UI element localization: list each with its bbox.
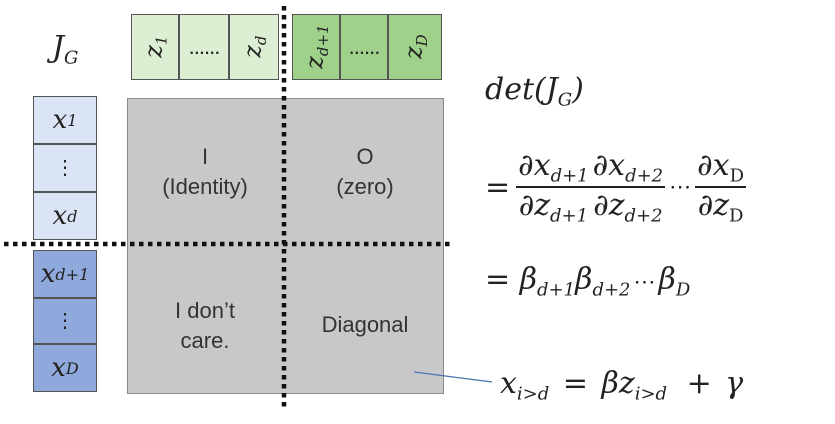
det-label-sub: G bbox=[557, 89, 573, 111]
eq1-equals: = bbox=[485, 169, 511, 205]
quadrant-bottom-left: I don’t care. bbox=[175, 298, 235, 353]
det-label: det(JG) bbox=[485, 72, 584, 110]
jacobian-label-base: J bbox=[52, 30, 65, 65]
jacobian-label-sub: G bbox=[64, 47, 79, 69]
eq3-gamma: γ bbox=[725, 366, 744, 401]
frac1-num: ∂x bbox=[518, 148, 551, 183]
beta1: β bbox=[519, 262, 538, 297]
eq1-ellipsis: ⋯ bbox=[669, 174, 692, 200]
xd1-sub: d+1 bbox=[55, 264, 90, 284]
z-cell-d: zd bbox=[229, 14, 279, 80]
beta1-sub: d+1 bbox=[537, 279, 576, 301]
x1-base: x bbox=[52, 105, 68, 135]
frac3-num-sub: D bbox=[729, 165, 745, 187]
x-cell-dots-1: ⋮ bbox=[33, 144, 97, 192]
eq3-equals: = bbox=[562, 366, 588, 401]
xD-base: x bbox=[51, 353, 66, 383]
eq3-rhs-sub: i>d bbox=[634, 383, 668, 405]
partial-fraction-1: ∂xd+1 ∂zd+1 bbox=[516, 148, 591, 227]
quadrant-bottom-right: Diagonal bbox=[321, 312, 409, 337]
equation-betas: = βd+1βd+2⋯βD bbox=[485, 262, 690, 300]
jacobian-label: JG bbox=[52, 30, 78, 68]
partial-fraction-3: ∂xD ∂zD bbox=[695, 148, 747, 227]
frac1-den: ∂z bbox=[518, 188, 551, 224]
xd1-base: x bbox=[40, 259, 56, 289]
z-dots-2: ...... bbox=[348, 34, 381, 59]
frac3-num: ∂x bbox=[697, 148, 730, 183]
z-cell-D: zD bbox=[388, 14, 442, 80]
xD-sub: D bbox=[65, 358, 79, 378]
equation-partials: = ∂xd+1 ∂zd+1 ∂xd+2 ∂zd+2 ⋯ ∂xD ∂zD bbox=[485, 148, 747, 227]
eq3-lhs: x bbox=[500, 366, 517, 401]
eq3-lhs-sub: i>d bbox=[516, 383, 550, 405]
beta2-sub: d+2 bbox=[592, 279, 631, 301]
det-label-close: ) bbox=[572, 72, 584, 107]
eq3-plus: + bbox=[686, 366, 712, 401]
z-cell-d-plus-1: zd+1 bbox=[292, 14, 340, 80]
frac2-num: ∂x bbox=[592, 148, 626, 183]
x1-sub: 1 bbox=[67, 110, 78, 130]
xd-base: x bbox=[52, 201, 68, 231]
z-cell-dots-2: ...... bbox=[340, 14, 388, 80]
frac2-den: ∂z bbox=[593, 188, 625, 224]
frac3-den-sub: D bbox=[729, 205, 744, 227]
beta3-sub: D bbox=[675, 279, 691, 301]
diagonal-leader-line bbox=[413, 371, 493, 383]
eq3-beta-z: βz bbox=[601, 366, 635, 401]
eq2-equals: = bbox=[485, 262, 511, 297]
z-dots-1: ...... bbox=[188, 34, 221, 59]
beta2: β bbox=[575, 262, 593, 297]
quadrant-top-left: I (Identity) bbox=[162, 144, 248, 199]
equation-affine: xi>d = βzi>d + γ bbox=[500, 366, 743, 404]
partial-fraction-2: ∂xd+2 ∂zd+2 bbox=[590, 148, 666, 227]
xd-sub: d bbox=[67, 206, 78, 226]
frac3-den: ∂z bbox=[697, 188, 730, 224]
frac2-den-sub: d+2 bbox=[624, 205, 663, 227]
z-cell-dots-1: ...... bbox=[179, 14, 229, 80]
eq2-ellipsis: ⋯ bbox=[633, 270, 656, 295]
frac1-den-sub: d+1 bbox=[550, 205, 589, 227]
x-cell-dots-2: ⋮ bbox=[33, 298, 97, 344]
det-label-base: det(J bbox=[485, 72, 558, 107]
frac1-num-sub: d+1 bbox=[550, 165, 589, 187]
z-cell-1: z1 bbox=[131, 14, 179, 80]
quadrant-top-right: O (zero) bbox=[336, 144, 394, 199]
beta3: β bbox=[658, 262, 676, 297]
frac2-num-sub: d+2 bbox=[625, 165, 664, 187]
